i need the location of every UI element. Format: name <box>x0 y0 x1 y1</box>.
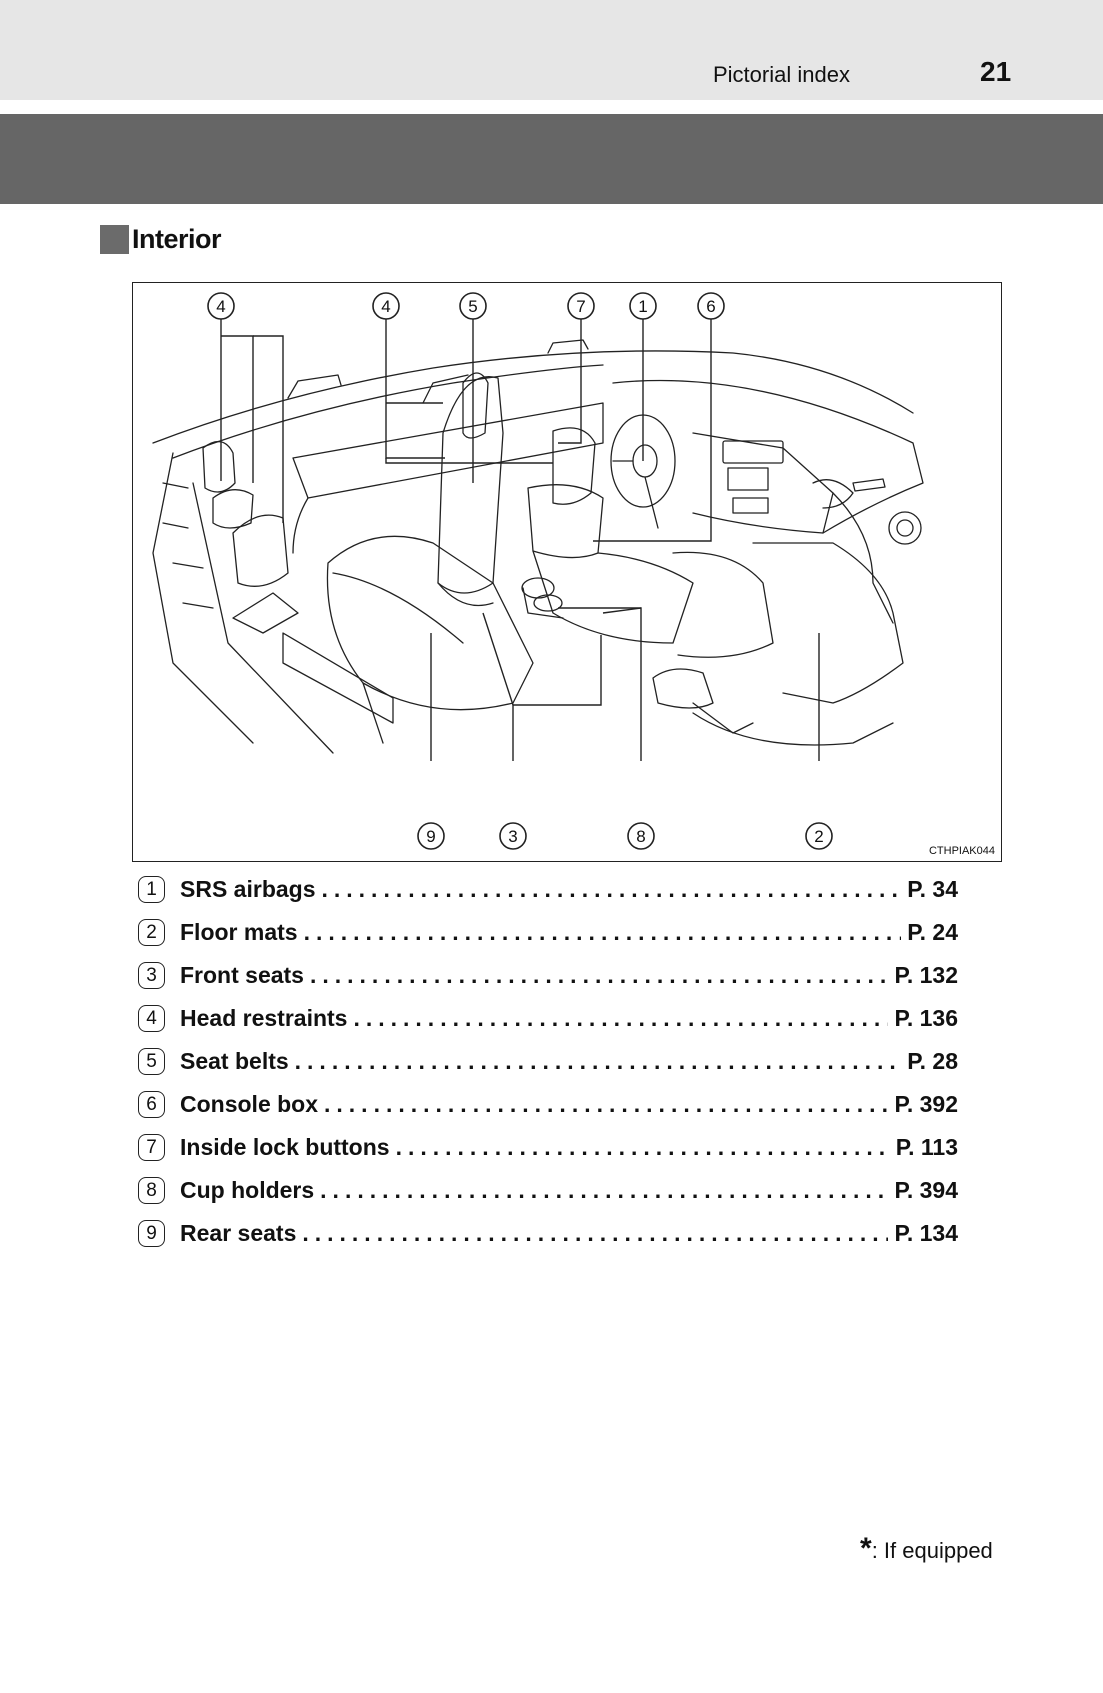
section-title: Interior <box>132 223 222 254</box>
item-label: Seat belts <box>180 1048 289 1074</box>
callout-8 <box>627 822 655 850</box>
callout-label: 9 <box>426 827 435 846</box>
item-number-badge: 4 <box>138 1005 165 1032</box>
item-number-badge: 2 <box>138 919 165 946</box>
dot-leader <box>310 962 888 989</box>
callout-2 <box>805 822 833 850</box>
interior-index-list: 1 SRS airbags P. 34 2 Floor mats P. 24 3… <box>138 868 958 1255</box>
item-number-badge: 1 <box>138 876 165 903</box>
callout-4a <box>207 292 235 320</box>
item-number-badge: 3 <box>138 962 165 989</box>
list-item: 6 Console box P. 392 <box>138 1083 958 1126</box>
interior-line-drawing: 4 4 5 7 1 6 9 3 8 2 <box>152 292 924 850</box>
item-page-ref[interactable]: P. 392 <box>894 1091 958 1117</box>
item-label: Console box <box>180 1091 319 1117</box>
dot-leader <box>324 1091 888 1118</box>
item-label: SRS airbags <box>180 876 316 902</box>
callout-3 <box>499 822 527 850</box>
callout-label: 2 <box>814 827 823 846</box>
list-item: 3 Front seats P. 132 <box>138 954 958 997</box>
callout-4b <box>372 292 400 320</box>
item-label: Floor mats <box>180 919 298 945</box>
dot-leader <box>353 1005 888 1032</box>
header-band <box>0 0 1103 100</box>
footnote-text: : If equipped <box>871 1538 993 1563</box>
footnote: * : If equipped <box>860 1532 993 1565</box>
item-page-ref[interactable]: P. 394 <box>894 1177 958 1203</box>
callout-label: 6 <box>706 297 715 316</box>
callout-label: 1 <box>638 297 647 316</box>
callout-1 <box>629 292 657 320</box>
dot-leader <box>304 919 902 946</box>
callout-9 <box>417 822 445 850</box>
callout-6 <box>697 292 725 320</box>
item-number-badge: 6 <box>138 1091 165 1118</box>
dot-leader <box>302 1220 888 1247</box>
item-number-badge: 9 <box>138 1220 165 1247</box>
callouts: 4 4 5 7 1 6 9 3 8 2 <box>207 292 833 850</box>
item-label: Inside lock buttons <box>180 1134 390 1160</box>
item-page-ref[interactable]: P. 132 <box>894 962 958 988</box>
item-label: Cup holders <box>180 1177 315 1203</box>
section-marker-square <box>100 224 129 254</box>
asterisk-icon: * <box>860 1532 872 1565</box>
list-item: 5 Seat belts P. 28 <box>138 1040 958 1083</box>
item-page-ref[interactable]: P. 34 <box>907 876 958 902</box>
item-number-badge: 7 <box>138 1134 165 1161</box>
callout-label: 5 <box>468 297 477 316</box>
callout-7 <box>567 292 595 320</box>
list-item: 1 SRS airbags P. 34 <box>138 868 958 911</box>
callout-5 <box>459 292 487 320</box>
item-page-ref[interactable]: P. 134 <box>894 1220 958 1246</box>
dot-leader <box>396 1134 890 1161</box>
callout-label: 4 <box>216 297 225 316</box>
item-label: Head restraints <box>180 1005 348 1031</box>
running-header-title: Pictorial index <box>713 62 850 87</box>
section-band <box>0 114 1103 204</box>
list-item: 7 Inside lock buttons P. 113 <box>138 1126 958 1169</box>
page-number: 21 <box>980 56 1012 87</box>
list-item: 8 Cup holders P. 394 <box>138 1169 958 1212</box>
callout-label: 3 <box>508 827 517 846</box>
item-page-ref[interactable]: P. 24 <box>907 919 958 945</box>
item-page-ref[interactable]: P. 136 <box>894 1005 958 1031</box>
dot-leader <box>322 876 902 903</box>
item-label: Rear seats <box>180 1220 297 1246</box>
item-label: Front seats <box>180 962 304 988</box>
interior-illustration: 4 4 5 7 1 6 9 3 8 2 CTHPIAK044 <box>132 282 1002 862</box>
list-item: 9 Rear seats P. 134 <box>138 1212 958 1255</box>
item-page-ref[interactable]: P. 28 <box>907 1048 958 1074</box>
callout-label: 4 <box>381 297 390 316</box>
item-page-ref[interactable]: P. 113 <box>895 1134 958 1160</box>
list-item: 2 Floor mats P. 24 <box>138 911 958 954</box>
section-heading: Interior <box>100 223 222 254</box>
dot-leader <box>295 1048 902 1075</box>
item-number-badge: 8 <box>138 1177 165 1204</box>
callout-label: 8 <box>636 827 645 846</box>
callout-label: 7 <box>576 297 585 316</box>
item-number-badge: 5 <box>138 1048 165 1075</box>
figure-code: CTHPIAK044 <box>928 845 995 857</box>
dot-leader <box>320 1177 888 1204</box>
list-item: 4 Head restraints P. 136 <box>138 997 958 1040</box>
